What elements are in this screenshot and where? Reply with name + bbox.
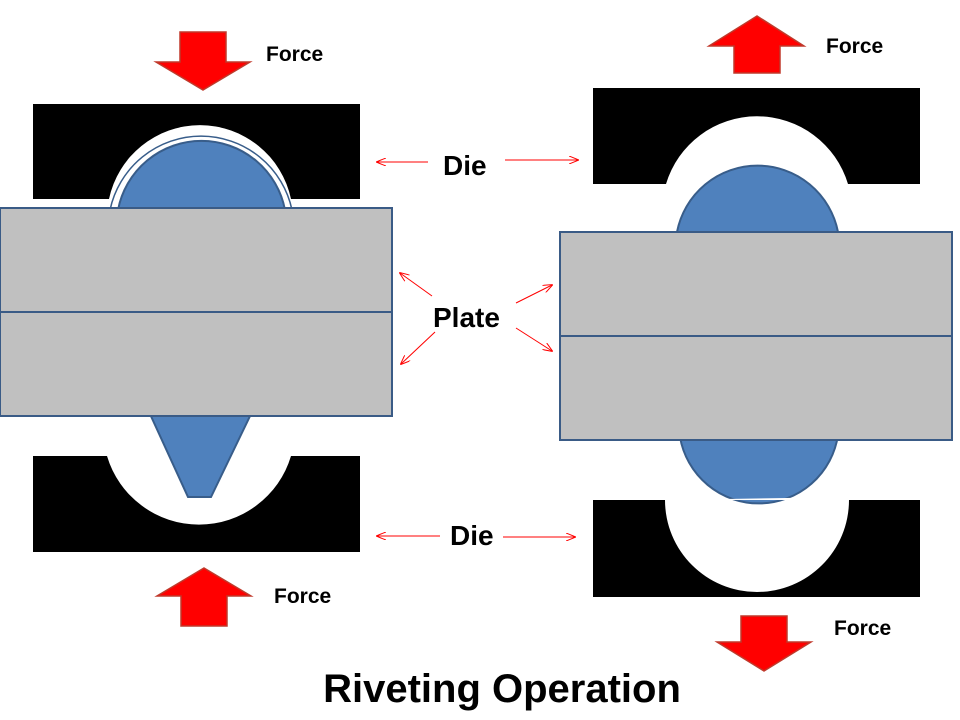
left-rivet-head-outline <box>109 135 293 211</box>
force-label-left-top: Force <box>266 43 323 66</box>
plate-pointer-upper-right <box>515 285 552 304</box>
force-label-right-bottom: Force <box>834 617 891 640</box>
left-top-die <box>33 104 360 199</box>
right-bottom-die-gap <box>665 497 849 500</box>
pointer-arrows <box>377 160 578 537</box>
plate-pointer-lower-right <box>515 327 552 351</box>
force-label-left-bottom: Force <box>274 585 331 608</box>
right-bottom-die <box>593 500 920 597</box>
left-bottom-die <box>33 456 360 552</box>
left-lower-plate <box>0 311 393 417</box>
left-rivet-head <box>116 139 287 211</box>
left-assembly <box>0 31 393 627</box>
die-label-top: Die <box>443 150 487 181</box>
force-label-right-top: Force <box>826 35 883 58</box>
left-bottom-force-arrow-icon <box>154 567 254 627</box>
right-rivet-head <box>675 164 840 233</box>
right-bottom-force-arrow-icon <box>714 615 814 672</box>
left-rivet-shank <box>148 413 253 498</box>
right-upper-plate <box>559 231 953 337</box>
plate-pointer-lower-left <box>401 331 436 364</box>
right-lower-plate <box>559 335 953 441</box>
right-assembly <box>559 15 953 672</box>
plate-pointer-upper-left <box>400 273 433 297</box>
diagram-title: Riveting Operation <box>323 667 681 711</box>
plate-label: Plate <box>433 302 500 333</box>
left-upper-plate <box>0 207 393 313</box>
die-label-bottom: Die <box>450 520 494 551</box>
left-top-force-arrow-icon <box>153 31 253 91</box>
right-top-force-arrow-icon <box>706 15 807 74</box>
right-rivet-formed-head <box>678 433 840 505</box>
right-top-die <box>593 88 920 184</box>
